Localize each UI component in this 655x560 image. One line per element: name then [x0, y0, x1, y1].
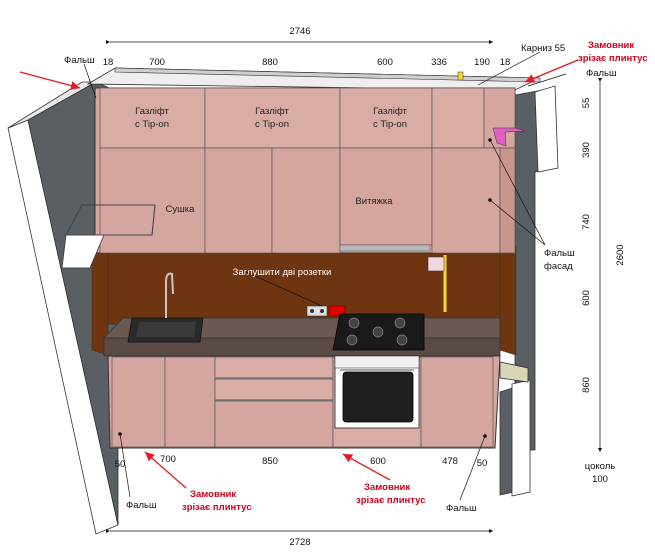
label-false-bottom-right: Фальш — [446, 503, 477, 514]
dim-total-width-bottom: 2728 — [289, 537, 310, 548]
label-false-facade-2: фасад — [544, 261, 573, 272]
dim-lower-3: 600 — [370, 456, 386, 467]
dim-upper-1: 700 — [149, 57, 165, 68]
dish-dryer-rack-icon — [61, 204, 156, 269]
dim-upper-5: 190 — [474, 57, 490, 68]
red-arrows — [19, 59, 579, 489]
dim-upper-3: 600 — [377, 57, 393, 68]
dim-upper-2: 880 — [262, 57, 278, 68]
dim-upper-0: 18 — [103, 57, 114, 68]
dim-total-height: 2600 — [615, 244, 626, 265]
label-client-bottom-left-1: Замовник — [190, 489, 236, 500]
label-gaslift-2a: Газліфт — [255, 106, 289, 117]
dimension-lines — [105, 39, 603, 534]
label-client-bottom-right-1: Замовник — [364, 482, 410, 493]
label-false-top-left: Фальш — [64, 55, 95, 66]
marker-dot — [488, 198, 492, 202]
right-wall — [499, 85, 559, 497]
label-dryer: Сушка — [166, 204, 196, 215]
oven-icon — [334, 355, 420, 429]
socket-plate-icon — [306, 305, 346, 317]
marker-dot — [118, 432, 122, 436]
label-client-top-1: Замовник — [588, 40, 634, 51]
upper-cabinets — [94, 87, 516, 254]
label-gaslift-1a: Газліфт — [135, 106, 169, 117]
dim-right-3: 600 — [581, 290, 592, 306]
dim-upper-4: 336 — [431, 57, 447, 68]
label-sockets-note: Заглушити дві розетки — [233, 267, 332, 278]
lower-cabinets — [107, 355, 501, 449]
label-false-top-right: Фальш — [586, 68, 617, 79]
marker-dot — [483, 434, 487, 438]
leader-lines — [83, 51, 567, 501]
dim-lower-1: 700 — [160, 454, 176, 465]
marker-dot — [488, 138, 492, 142]
gas-pipe — [427, 255, 447, 312]
label-client-bottom-left-2: зрізає плинтус — [182, 502, 252, 513]
dim-plinth-label: цоколь — [585, 461, 615, 472]
sink-icon — [127, 272, 204, 343]
label-hood: Витяжка — [355, 196, 393, 207]
dim-lower-0: 50 — [115, 459, 126, 470]
dim-right-0: 55 — [581, 98, 592, 109]
label-gaslift-2b: с Tip-on — [255, 119, 289, 130]
label-gaslift-1b: с Tip-on — [135, 119, 169, 130]
label-false-bottom-left: Фальш — [126, 500, 157, 511]
label-client-top-2: зрізає плинтус — [578, 53, 648, 64]
dim-right-2: 740 — [581, 214, 592, 230]
dim-right-1: 390 — [581, 142, 592, 158]
label-false-facade-1: Фальш — [544, 248, 575, 259]
gas-hob-icon — [332, 313, 425, 351]
dim-lower-2: 850 — [262, 456, 278, 467]
dim-upper-6: 18 — [500, 57, 511, 68]
dim-plinth-value: 100 — [592, 474, 608, 485]
dim-lower-5: 50 — [477, 458, 488, 469]
label-cornice: Карниз 55 — [521, 43, 565, 54]
pink-bracket-icon — [492, 127, 526, 147]
label-gaslift-3a: Газліфт — [373, 106, 407, 117]
label-gaslift-3b: с Tip-on — [373, 119, 407, 130]
dim-right-4: 860 — [581, 377, 592, 393]
label-client-bottom-right-2: зрізає плинтус — [356, 495, 426, 506]
dim-total-width-top: 2746 — [289, 26, 310, 37]
side-panel-right — [499, 245, 517, 356]
ceiling-cornice — [86, 67, 541, 91]
dim-lower-4: 478 — [442, 456, 458, 467]
